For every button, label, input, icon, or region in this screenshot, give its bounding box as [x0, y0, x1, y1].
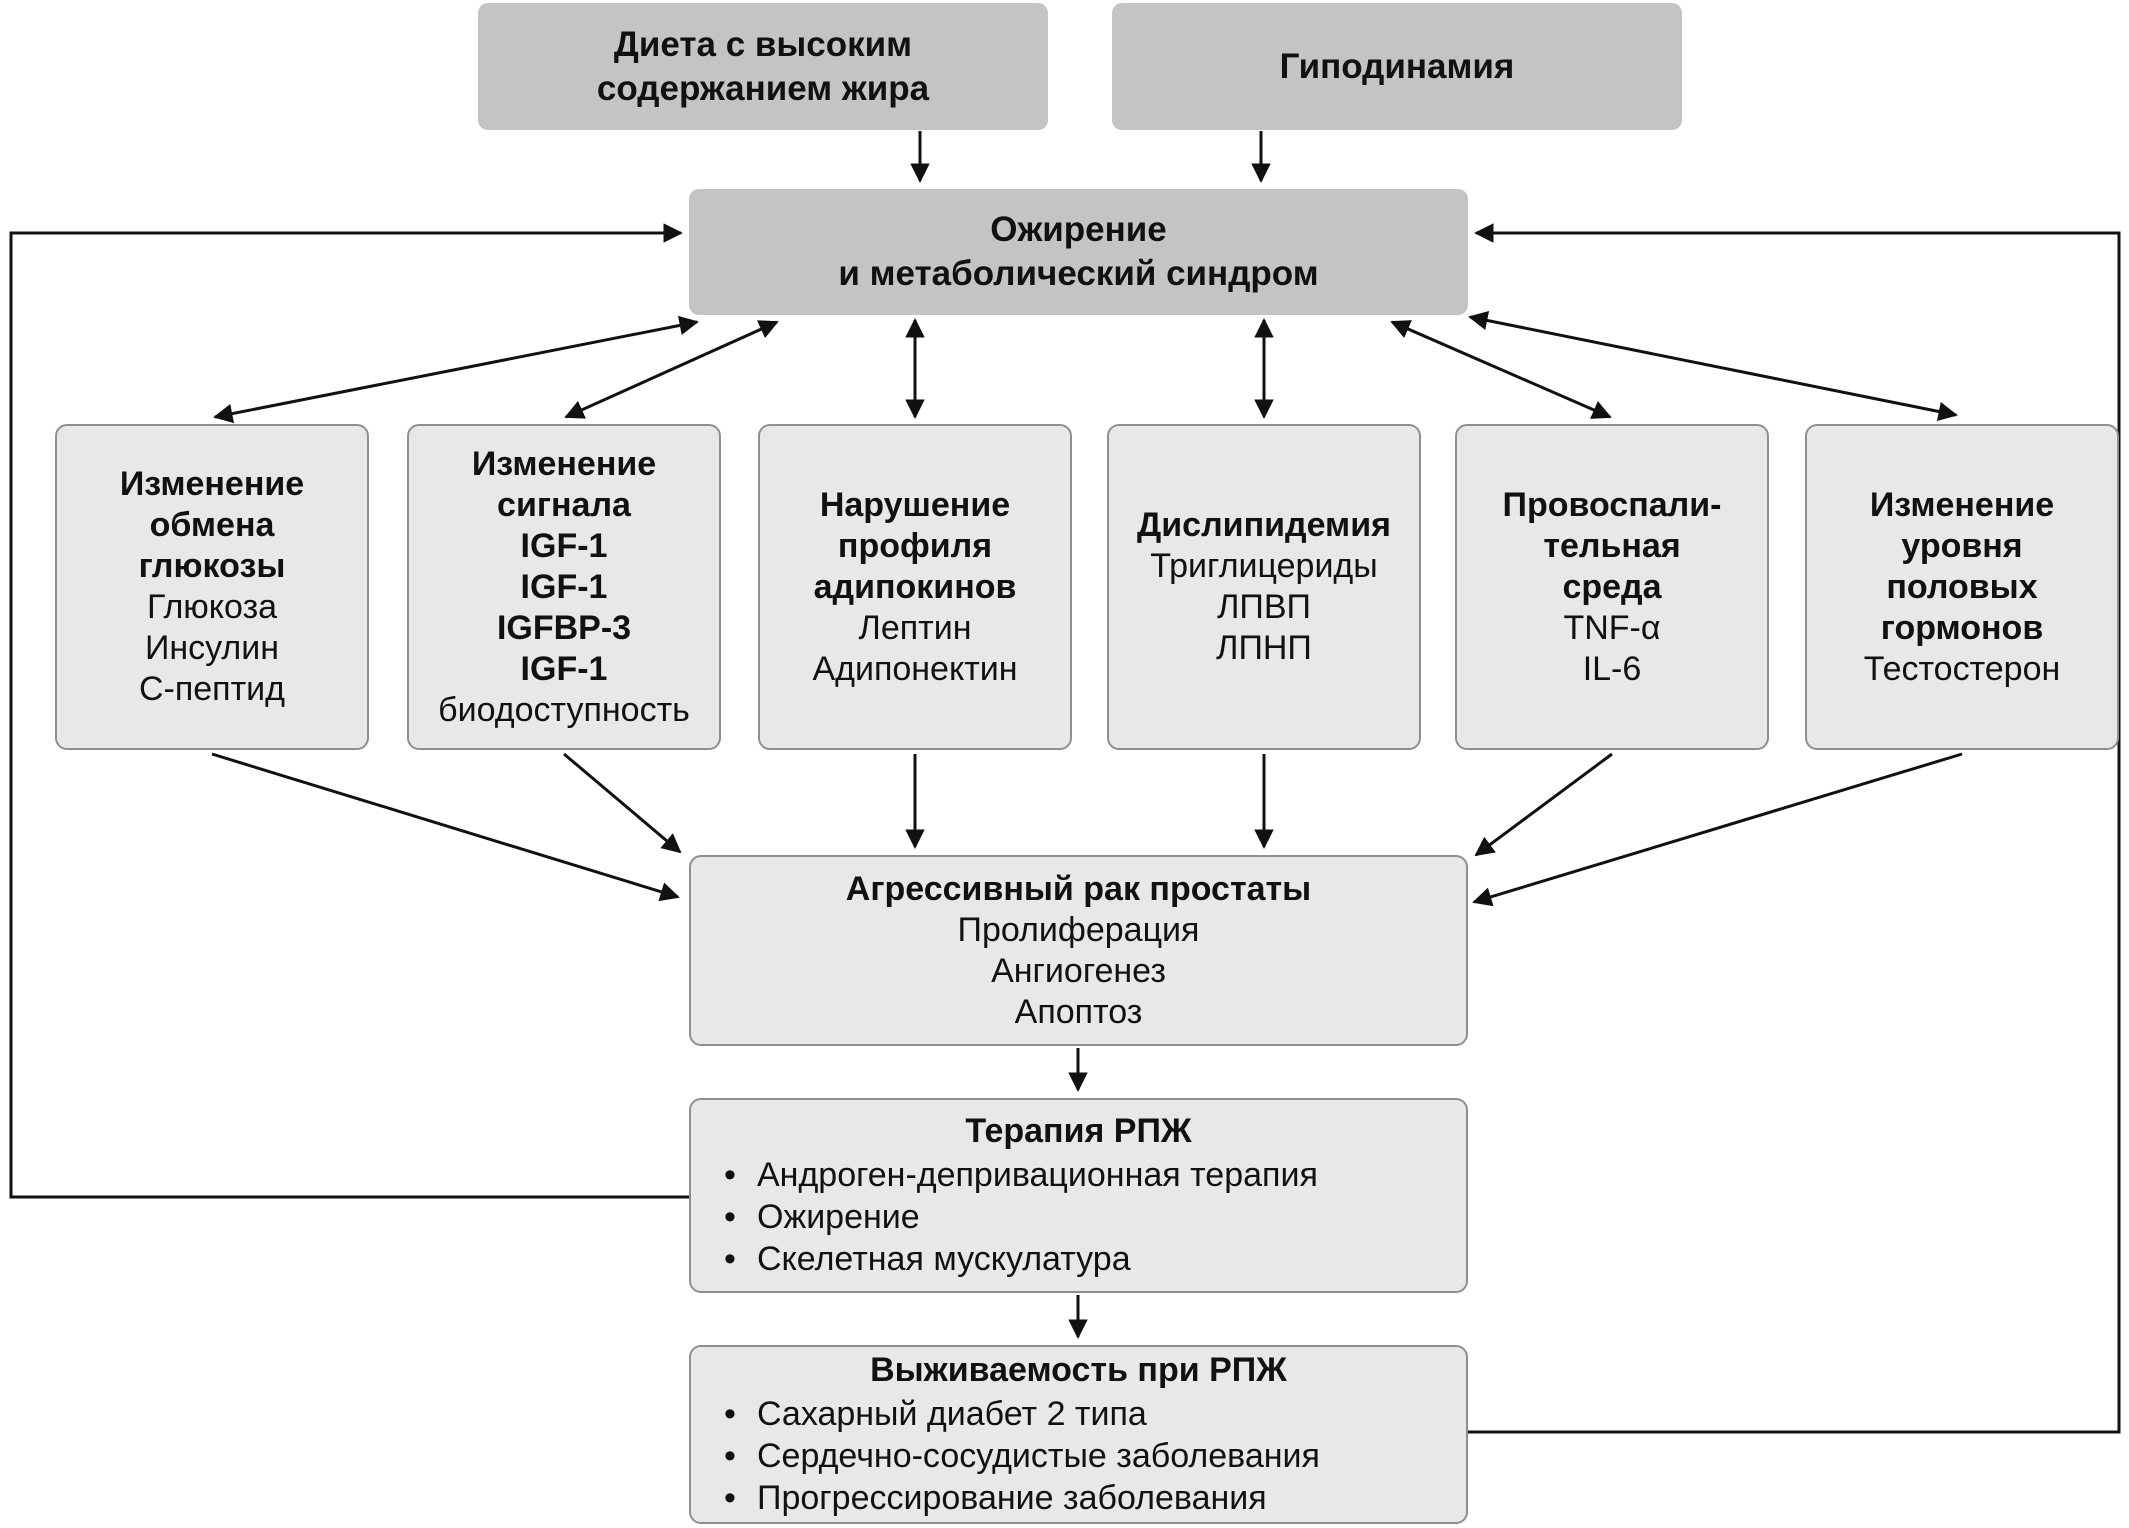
bullet-item: • Сахарный диабет 2 типа [719, 1393, 1466, 1435]
box-item: Пролиферация [957, 910, 1200, 949]
factor-box-proinflammatory: Провоспали- тельная среда TNF-α IL-6 [1455, 424, 1769, 750]
factor-item: TNF-α [1563, 608, 1661, 647]
factor-box-glucose-metabolism: Изменение обмена глюкозы Глюкоза Инсулин… [55, 424, 369, 750]
factor-item: С-пептид [138, 670, 285, 708]
factor-item: Глюкоза [146, 588, 278, 626]
box-prostate-cancer-therapy: Терапия РПЖ • Андроген-депривационная те… [689, 1098, 1468, 1293]
box-item: Ангиогенез [991, 951, 1166, 990]
bullet-item: • Андроген-депривационная терапия [719, 1154, 1466, 1196]
factor-item: Триглицериды [1150, 547, 1378, 585]
factor-title-line: Изменение [119, 465, 305, 503]
factor-title-line: IGF-1 [520, 649, 608, 688]
factor-box-sex-hormones: Изменение уровня половых гормонов Тестос… [1805, 424, 2119, 750]
factor-title-line: Изменение [1869, 485, 2055, 524]
factor-item: Лептин [858, 608, 972, 647]
arrow-obesity-inflammation [1390, 320, 1612, 419]
bullet-item: • Сердечно-сосудистые заболевания [719, 1435, 1466, 1477]
bullet-text: Ожирение [757, 1198, 920, 1236]
arrow-obesity-hormones [1468, 310, 1958, 422]
bullet-icon: • [724, 1198, 736, 1236]
factor-title-line: глюкозы [138, 547, 286, 585]
bullet-item: • Ожирение [719, 1196, 1466, 1238]
arrow-obesity-glucose [213, 315, 699, 424]
box-physical-inactivity: Гиподинамия [1112, 3, 1682, 130]
box-item: Апоптоз [1014, 992, 1143, 1031]
factor-box-adipokine-profile: Нарушение профиля адипокинов Лептин Адип… [758, 424, 1072, 750]
factor-box-dyslipidemia: Дислипидемия Триглицериды ЛПВП ЛПНП [1107, 424, 1421, 750]
bullet-list: • Андроген-депривационная терапия • Ожир… [691, 1154, 1466, 1280]
bullet-item: • Скелетная мускулатура [719, 1238, 1466, 1280]
factor-title-line: IGF-1 [520, 567, 608, 606]
box-title: Терапия РПЖ [965, 1112, 1192, 1150]
bullet-item: • Прогрессирование заболевания [719, 1477, 1466, 1519]
factor-title-line: тельная [1543, 526, 1681, 565]
arrow-inflammation-to-cancer [1474, 752, 1613, 857]
box-aggressive-prostate-cancer: Агрессивный рак простаты Пролиферация Ан… [689, 855, 1468, 1046]
box-title-line: и метаболический синдром [838, 254, 1319, 293]
box-title-line: Ожирение [990, 210, 1167, 249]
bullet-list: • Сахарный диабет 2 типа • Сердечно-сосу… [691, 1393, 1466, 1519]
feedback-therapy-to-obesity [9, 223, 689, 1199]
factor-item: Тестостерон [1863, 649, 2061, 688]
bullet-icon: • [724, 1479, 736, 1517]
factor-item: Инсулин [144, 629, 280, 667]
bullet-text: Андроген-депривационная терапия [757, 1156, 1318, 1194]
box-title-line: Гиподинамия [1279, 46, 1515, 86]
factor-title-line: уровня [1901, 526, 2023, 565]
bullet-text: Прогрессирование заболевания [757, 1479, 1267, 1517]
arrow-glucose-to-cancer [211, 752, 680, 902]
factor-title-line: половых [1886, 567, 2038, 606]
factor-title-line: сигнала [497, 485, 631, 524]
factor-title-line: гормонов [1880, 608, 2044, 647]
factor-item: биодоступность [438, 690, 690, 729]
bullet-icon: • [724, 1240, 736, 1278]
factor-box-igf-signaling: Изменение сигнала IGF-1 IGF-1 IGFBP-3 IG… [407, 424, 721, 750]
factor-title-line: среда [1562, 567, 1662, 606]
bullet-icon: • [724, 1437, 736, 1475]
factor-item: ЛПНП [1216, 629, 1312, 667]
box-title: Агрессивный рак простаты [845, 869, 1312, 908]
factor-title-line: IGF-1 [520, 526, 608, 565]
factor-title-line: профиля [837, 526, 993, 565]
box-title-line: Диета с высоким [613, 24, 913, 64]
arrow-obesity-igf [564, 320, 779, 419]
bullet-text: Скелетная мускулатура [757, 1240, 1131, 1278]
factor-title-line: Провоспали- [1502, 485, 1722, 524]
bullet-text: Сахарный диабет 2 типа [757, 1395, 1147, 1433]
arrow-hormones-to-cancer [1472, 752, 1963, 907]
bullet-icon: • [724, 1156, 736, 1194]
factor-title-line: обмена [149, 506, 275, 544]
bullet-text: Сердечно-сосудистые заболевания [757, 1437, 1320, 1475]
box-title: Выживаемость при РПЖ [870, 1351, 1287, 1389]
factor-title-line: Дислипидемия [1137, 506, 1391, 544]
factor-item: ЛПВП [1217, 588, 1311, 626]
factor-title-line: IGFBP-3 [496, 608, 632, 647]
feedback-survival-to-obesity [1468, 223, 2121, 1434]
box-prostate-cancer-survival: Выживаемость при РПЖ • Сахарный диабет 2… [689, 1345, 1468, 1524]
factor-title-line: Нарушение [819, 485, 1011, 524]
box-high-fat-diet: Диета с высоким содержанием жира [478, 3, 1048, 130]
box-title-line: содержанием жира [596, 68, 930, 108]
arrow-igf-to-cancer [563, 752, 682, 854]
factor-item: Адипонектин [812, 649, 1018, 688]
factor-item: IL-6 [1582, 649, 1642, 688]
box-obesity-metabolic-syndrome: Ожирение и метаболический синдром [689, 189, 1468, 315]
bullet-icon: • [724, 1395, 736, 1433]
factor-title-line: адипокинов [813, 567, 1017, 606]
factor-title-line: Изменение [471, 444, 657, 483]
